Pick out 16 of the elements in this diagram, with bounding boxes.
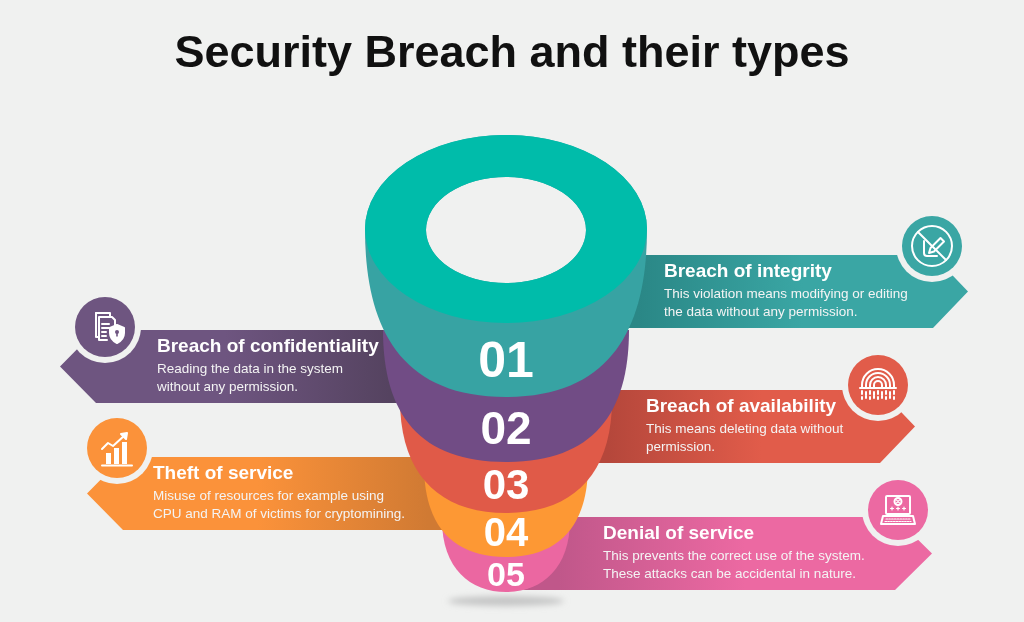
diagram-title: Security Breach and their types [174, 25, 850, 79]
step-number: 01 [478, 342, 534, 380]
banner-heading: Denial of service [603, 521, 755, 545]
banner-heading: Theft of service [153, 461, 294, 485]
step-number: 03 [482, 469, 530, 501]
step-number: 05 [487, 562, 525, 588]
banner-description: This violation means modifying or editing the data without any permission. [664, 285, 909, 321]
banner-description: Reading the data in the system without any permission. [157, 360, 345, 396]
banner-heading: Breach of integrity [664, 259, 832, 283]
banner-description: This means deleting data without permission. [646, 420, 845, 456]
banner-description: This prevents the correct use of the system. These attacks can be accidental in nature. [603, 547, 866, 583]
banner-heading: Breach of confidentiality [157, 334, 379, 358]
step-number: 02 [480, 410, 532, 446]
banner-description: Misuse of resources for example using CPU and RAM of victims for cryptomining. [153, 487, 407, 523]
step-number: 04 [483, 517, 529, 547]
banner-heading: Breach of availability [646, 394, 837, 418]
